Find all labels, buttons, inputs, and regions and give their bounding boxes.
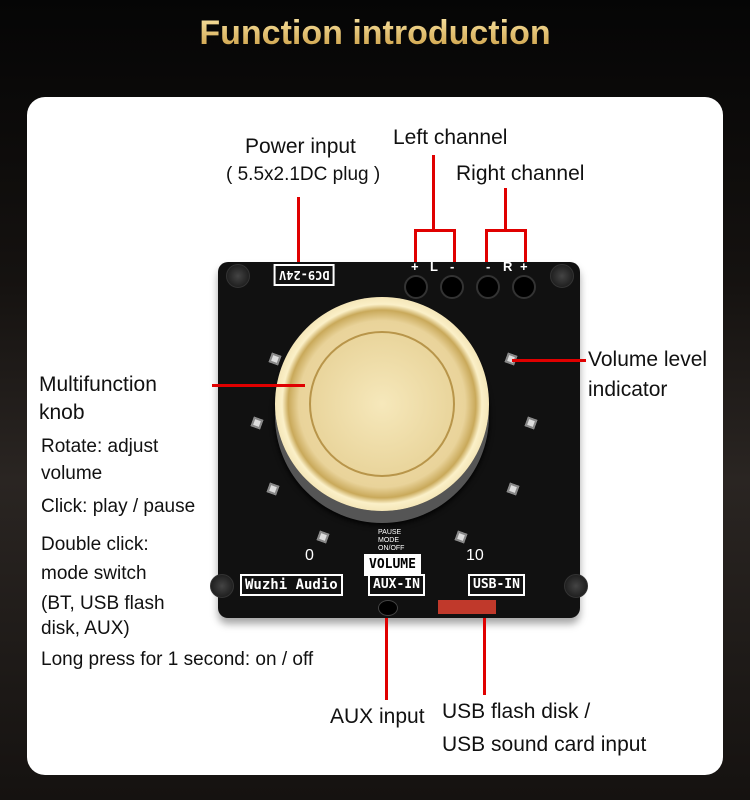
label-right-channel: Right channel xyxy=(456,162,585,185)
label-power-plug: ( 5.5x2.1DC plug ) xyxy=(226,164,381,185)
knob-pointer-line xyxy=(212,384,305,387)
terminal-label: + xyxy=(520,259,528,274)
usb-pointer-line xyxy=(483,618,486,695)
label-knob: knob xyxy=(39,401,85,424)
scale-max: 10 xyxy=(466,547,484,564)
volume-led xyxy=(524,416,538,430)
volume-led xyxy=(250,416,264,430)
volume-led xyxy=(266,482,280,496)
right-pointer-line xyxy=(485,229,488,262)
terminal-label: L xyxy=(430,259,438,274)
terminal-left-plus xyxy=(404,275,428,299)
amplifier-board: DC9-24V + L - - R + PAUSE MODE ON/OFF 0 … xyxy=(210,259,588,618)
knob-cap xyxy=(309,331,455,477)
terminal-label: - xyxy=(450,259,455,274)
usb-in-marking: USB-IN xyxy=(468,574,525,596)
screw-icon xyxy=(550,264,574,288)
screw-icon xyxy=(226,264,250,288)
power-marking: DC9-24V xyxy=(274,264,335,286)
multifunction-knob[interactable] xyxy=(275,297,489,511)
volume-led xyxy=(316,530,330,544)
legend-mode: MODE xyxy=(378,537,399,544)
label-rotate: volume xyxy=(41,463,103,484)
legend-onoff: ON/OFF xyxy=(378,545,405,552)
volume-led xyxy=(506,482,520,496)
label-usb-input: USB flash disk / xyxy=(442,700,591,723)
aux-in-marking: AUX-IN xyxy=(368,574,425,596)
label-modes: disk, AUX) xyxy=(41,618,130,639)
right-pointer-line xyxy=(485,229,527,232)
volume-led xyxy=(454,530,468,544)
terminal-right-plus xyxy=(512,275,536,299)
label-long-press: Long press for 1 second: on / off xyxy=(41,649,314,670)
volume-marking: VOLUME xyxy=(364,554,421,576)
label-aux-input: AUX input xyxy=(330,705,425,728)
screw-icon xyxy=(564,574,588,598)
power-pointer-line xyxy=(297,197,300,262)
aux-pointer-line xyxy=(385,618,388,700)
label-power-input: Power input xyxy=(245,135,356,158)
terminal-left-minus xyxy=(440,275,464,299)
label-usb-input: USB sound card input xyxy=(442,733,647,756)
left-pointer-line xyxy=(414,229,417,262)
label-volume-indicator: Volume level xyxy=(588,348,708,371)
label-volume-indicator: indicator xyxy=(588,378,668,401)
left-pointer-line xyxy=(414,229,456,232)
right-pointer-line xyxy=(524,229,527,262)
volume-led xyxy=(268,352,282,366)
label-knob: Multifunction xyxy=(39,373,157,396)
label-click: Click: play / pause xyxy=(41,496,196,517)
aux-jack xyxy=(378,600,398,616)
label-double-click: Double click: xyxy=(41,534,149,555)
volume-pointer-line xyxy=(512,359,586,362)
terminal-label: R xyxy=(503,259,513,274)
screw-icon xyxy=(210,574,234,598)
usb-port xyxy=(438,600,496,614)
label-double-click: mode switch xyxy=(41,563,147,584)
legend-pause: PAUSE xyxy=(378,529,402,536)
scale-min: 0 xyxy=(305,547,314,564)
terminal-label: - xyxy=(486,259,491,274)
label-left-channel: Left channel xyxy=(393,126,508,149)
left-pointer-line xyxy=(453,229,456,262)
label-rotate: Rotate: adjust xyxy=(41,436,159,457)
left-pointer-line xyxy=(432,155,435,231)
right-pointer-line xyxy=(504,188,507,231)
page-title: Function introduction xyxy=(0,14,750,53)
terminal-label: + xyxy=(411,259,419,274)
brand-marking: Wuzhi Audio xyxy=(240,574,343,596)
label-modes: (BT, USB flash xyxy=(41,593,165,614)
terminal-right-minus xyxy=(476,275,500,299)
